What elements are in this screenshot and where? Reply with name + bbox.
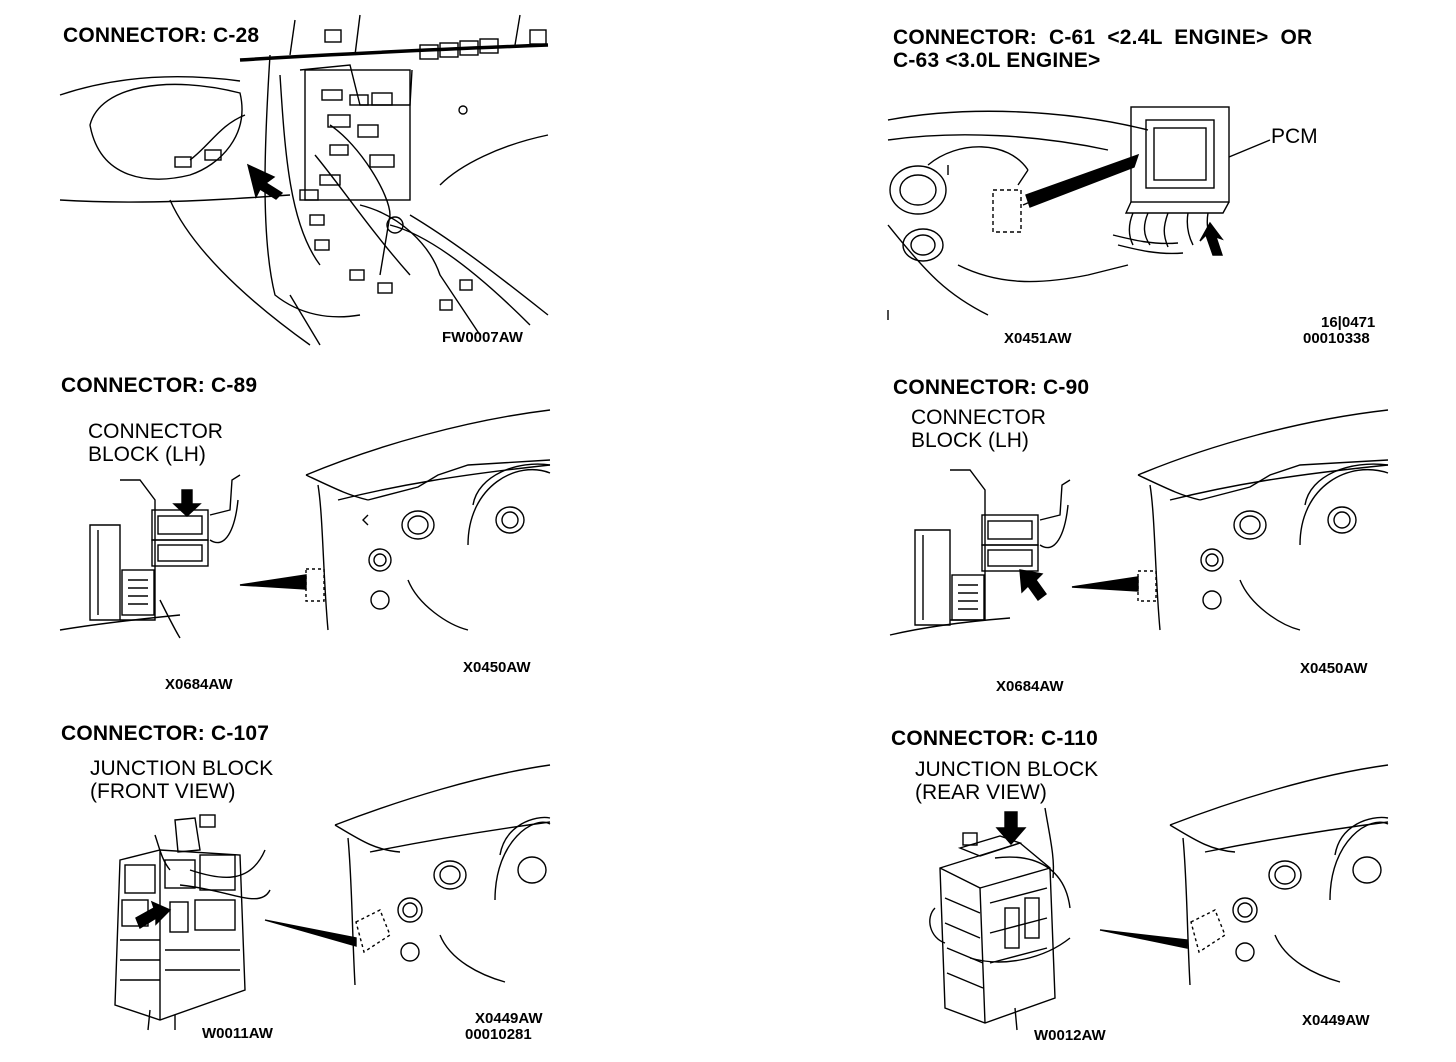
c110-callout-line2: (REAR VIEW)	[915, 781, 1047, 804]
c61-dashboard-pcm-illustration	[887, 106, 1271, 320]
c61-code-doc: 00010338	[1303, 330, 1370, 347]
c107-code-block: W0011AW	[202, 1025, 273, 1042]
c28-code-figure: FW0007AW	[442, 329, 523, 346]
c28-title: CONNECTOR: C-28	[63, 24, 260, 47]
c90-dashboard-illustration	[1071, 409, 1389, 631]
c110-dashboard-illustration	[1099, 764, 1389, 986]
c107-dashboard-illustration	[264, 764, 551, 986]
c110-code-block: W0012AW	[1034, 1027, 1106, 1044]
c110-junction-block-illustration	[929, 807, 1071, 1031]
c89-title: CONNECTOR: C-89	[61, 374, 258, 397]
c107-junction-block-illustration	[114, 814, 271, 1031]
c61-code-ref: 16|0471	[1321, 314, 1376, 331]
c90-code-dash: X0450AW	[1300, 660, 1368, 677]
c110-code-dash: X0449AW	[1302, 1012, 1370, 1029]
c89-code-block: X0684AW	[165, 676, 233, 693]
c89-code-dash: X0450AW	[463, 659, 531, 676]
c90-title: CONNECTOR: C-90	[893, 376, 1090, 399]
c90-callout-line2: BLOCK (LH)	[911, 429, 1029, 452]
c89-callout-line2: BLOCK (LH)	[88, 443, 206, 466]
c90-connector-block-illustration	[889, 469, 1071, 636]
c90-callout-line1: CONNECTOR	[911, 406, 1046, 429]
c28-wiring-illustration	[59, 14, 549, 346]
c61-title-line1: CONNECTOR: C-61 <2.4L ENGINE> OR	[893, 26, 1313, 49]
c107-callout-line2: (FRONT VIEW)	[90, 780, 236, 803]
c61-code-figure: X0451AW	[1004, 330, 1072, 347]
c107-code-doc: 00010281	[465, 1026, 532, 1043]
c107-callout-line1: JUNCTION BLOCK	[90, 757, 274, 780]
c107-title: CONNECTOR: C-107	[61, 722, 270, 745]
c89-dashboard-illustration	[239, 409, 551, 631]
c89-connector-block-illustration	[59, 474, 241, 639]
c61-title-line2: C-63 <3.0L ENGINE>	[893, 49, 1101, 72]
c89-callout-line1: CONNECTOR	[88, 420, 223, 443]
c107-code-dash: X0449AW	[475, 1010, 543, 1027]
c110-title: CONNECTOR: C-110	[891, 727, 1099, 750]
c61-pcm-callout: PCM	[1271, 125, 1318, 148]
c90-code-block: X0684AW	[996, 678, 1064, 695]
c110-callout-line1: JUNCTION BLOCK	[915, 758, 1099, 781]
